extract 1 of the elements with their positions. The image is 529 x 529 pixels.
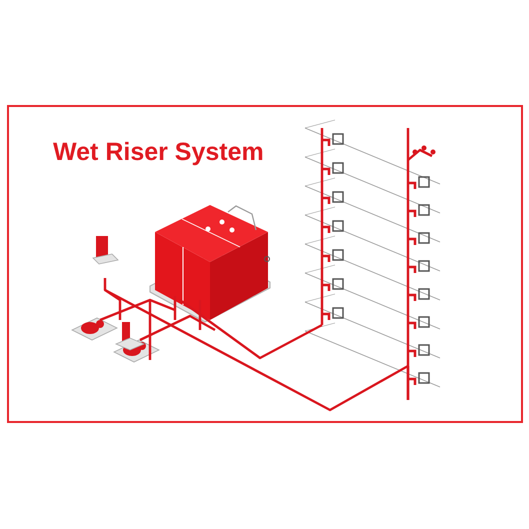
diagram-title: Wet Riser System — [53, 138, 264, 167]
